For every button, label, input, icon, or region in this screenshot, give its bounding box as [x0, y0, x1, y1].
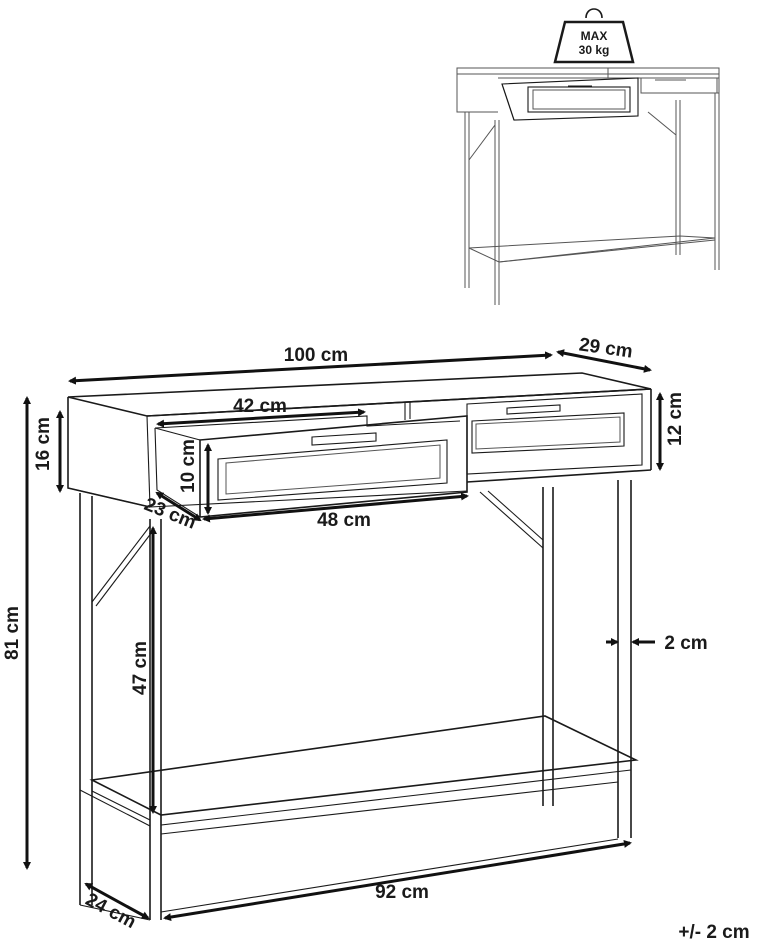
thumbnail-console	[456, 67, 720, 305]
label-drawer-inner-height: 10 cm	[178, 439, 199, 493]
label-drawer-front-height: 12 cm	[665, 392, 686, 446]
dimension-arrows	[23, 349, 664, 921]
label-width-top: 100 cm	[284, 345, 348, 366]
weight-label-value: 30 kg	[579, 43, 610, 57]
label-drawer-width: 48 cm	[317, 510, 371, 531]
label-shelf-height: 47 cm	[130, 641, 151, 695]
label-body-height: 16 cm	[33, 417, 54, 471]
label-total-height: 81 cm	[2, 606, 23, 660]
weight-label-max: MAX	[581, 29, 608, 43]
label-drawer-inner-width: 42 cm	[233, 396, 287, 417]
label-width-bottom: 92 cm	[375, 882, 429, 903]
tolerance-note: +/- 2 cm	[678, 922, 749, 943]
weight-icon: MAX 30 kg	[553, 8, 635, 64]
label-leg-thickness: 2 cm	[664, 633, 707, 654]
main-console-drawing	[67, 372, 652, 921]
reference-thumbnail: MAX 30 kg	[456, 8, 720, 305]
